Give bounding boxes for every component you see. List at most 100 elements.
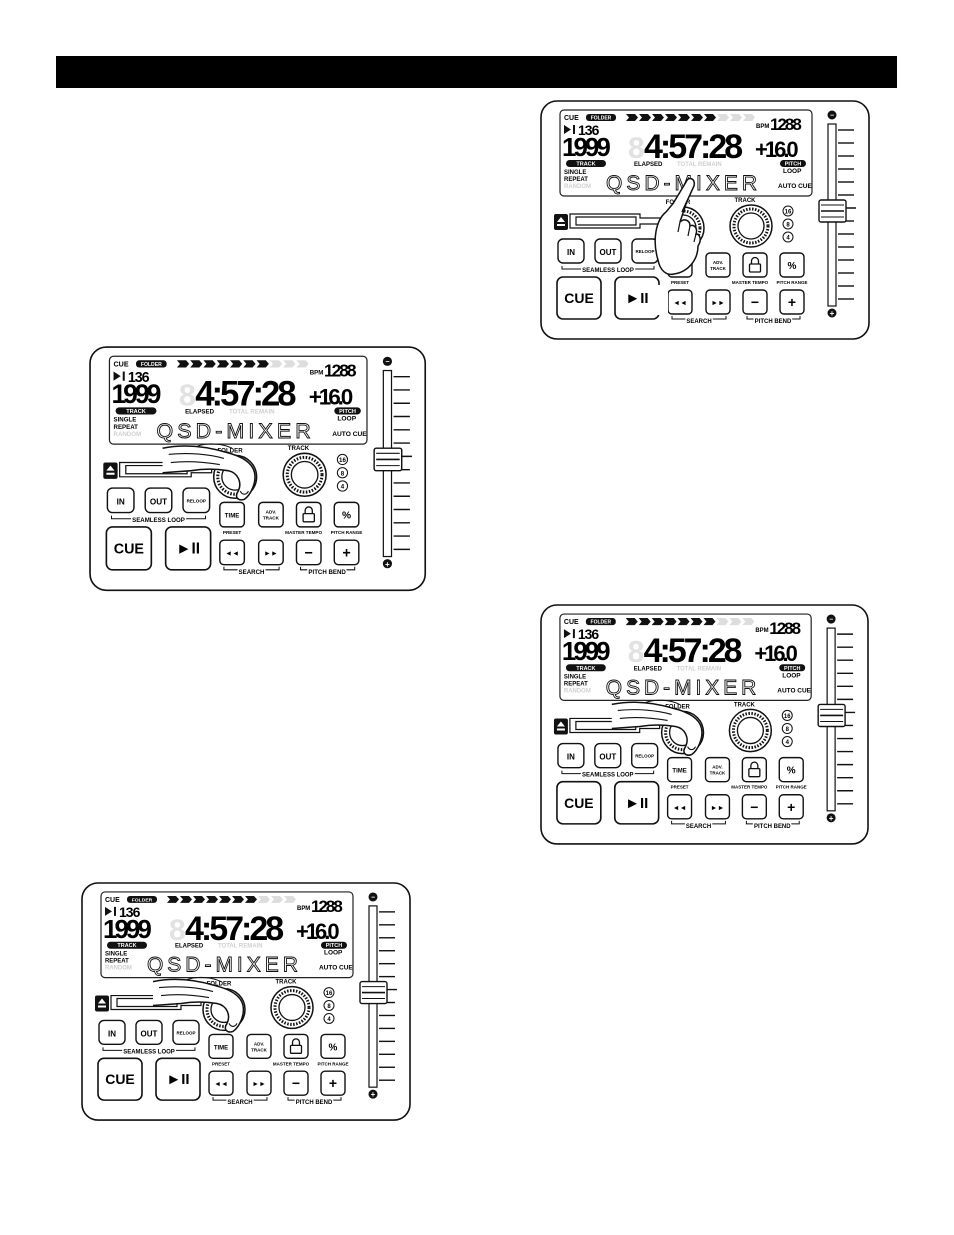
svg-text:8: 8 <box>786 223 790 229</box>
single-label: SINGLE <box>114 417 137 424</box>
pitch-bend-plus-button[interactable]: + <box>778 794 804 820</box>
out-button[interactable]: OUT <box>144 487 173 514</box>
search-back-button[interactable]: ◄◄ <box>219 539 246 566</box>
track-knob[interactable] <box>270 985 314 1030</box>
search-back-button[interactable]: ◄◄ <box>667 289 693 315</box>
auto-cue-label: AUTO CUE <box>332 431 367 438</box>
hand-turning-folder-knob-icon <box>611 699 703 756</box>
svg-text:ADV.: ADV. <box>713 260 723 265</box>
pitch-range-button[interactable]: % <box>779 252 805 278</box>
svg-text:RELOOP: RELOOP <box>187 498 206 503</box>
reloop-button[interactable]: RELOOP <box>172 1019 200 1046</box>
disc-eject-icon[interactable] <box>554 214 568 230</box>
pitch-value: +16.0 <box>754 641 797 666</box>
folder-knob-label: FOLDER <box>665 704 690 710</box>
pitch-range-button[interactable]: % <box>778 756 804 783</box>
pitch-bend-plus-button[interactable]: + <box>779 289 805 315</box>
svg-text:−: − <box>292 1075 300 1091</box>
pitch-bend-minus-button[interactable]: − <box>741 794 768 820</box>
in-button[interactable]: IN <box>98 1019 126 1046</box>
reloop-button[interactable]: RELOOP <box>182 487 211 514</box>
disc-eject-icon[interactable] <box>103 462 118 479</box>
search-forward-button[interactable]: ►► <box>257 539 284 566</box>
play-pause-button[interactable]: ►II <box>164 526 212 571</box>
cue-button[interactable]: CUE <box>556 276 602 320</box>
master-tempo-button[interactable] <box>742 252 768 278</box>
pitch-fader[interactable]: − + <box>818 110 856 319</box>
elapsed-label: ELAPSED <box>185 408 215 415</box>
search-back-button[interactable]: ◄◄ <box>666 794 693 820</box>
adv-track-button[interactable]: ADV. TRACK <box>246 1033 272 1059</box>
adv-track-button[interactable]: ADV. TRACK <box>704 756 731 783</box>
dot-matrix-display: QSD-MIXER <box>147 954 302 977</box>
time-button[interactable]: TIME <box>666 756 693 783</box>
fader-cap[interactable] <box>818 199 847 223</box>
master-tempo-button[interactable] <box>283 1033 309 1059</box>
search-back-button[interactable]: ◄◄ <box>208 1070 234 1096</box>
disc-eject-icon[interactable] <box>553 718 568 735</box>
pitch-bend-plus-button[interactable]: + <box>320 1070 346 1096</box>
pitch-bend-label: PITCH BEND <box>754 824 791 830</box>
fader-cap[interactable] <box>373 447 403 472</box>
in-button[interactable]: IN <box>557 238 585 264</box>
folder-knob-label: FOLDER <box>217 447 243 454</box>
track-knob[interactable] <box>729 204 773 248</box>
pitch-value: +16.0 <box>296 919 339 944</box>
preset-label: PRESET <box>671 785 689 790</box>
pitch-bend-plus-button[interactable]: + <box>333 539 360 566</box>
track-knob[interactable] <box>282 452 327 498</box>
master-tempo-button[interactable] <box>295 501 322 528</box>
pitch-range-button[interactable]: % <box>333 501 360 528</box>
adv-track-button[interactable]: ADV. TRACK <box>705 252 731 278</box>
svg-text:−: − <box>751 294 759 310</box>
disc-eject-icon[interactable] <box>95 995 109 1012</box>
progress-arrow-bar <box>176 360 309 368</box>
pitch-bend-minus-button[interactable]: − <box>295 539 322 566</box>
pitch-fader[interactable]: − + <box>359 892 397 1099</box>
out-button[interactable]: OUT <box>594 238 622 264</box>
cue-button[interactable]: CUE <box>97 1057 143 1101</box>
pitch-bend-minus-button[interactable]: − <box>742 289 768 315</box>
fader-plus-label: + <box>830 309 835 318</box>
play-pause-button[interactable]: ►II <box>613 780 660 825</box>
time-button[interactable]: TIME <box>219 501 246 528</box>
reloop-button[interactable]: RELOOP <box>631 742 659 769</box>
play-indicator-icon <box>113 371 121 381</box>
svg-text:OUT: OUT <box>600 248 617 257</box>
pitch-fader[interactable]: − + <box>817 614 856 823</box>
fader-minus-label: − <box>371 894 375 901</box>
cue-button[interactable]: CUE <box>105 526 153 571</box>
svg-text:RELOOP: RELOOP <box>177 1030 196 1035</box>
loop-length-indicators: 16 8 4 <box>336 453 349 492</box>
svg-text:4: 4 <box>786 740 790 746</box>
time-button[interactable]: TIME <box>208 1033 234 1059</box>
play-indicator-icon <box>564 125 571 134</box>
master-tempo-button[interactable] <box>741 756 768 783</box>
pitch-range-button[interactable]: % <box>320 1033 346 1059</box>
out-button[interactable]: OUT <box>594 742 622 769</box>
pitch-fader[interactable]: − + <box>373 356 412 569</box>
svg-text:CUE: CUE <box>105 1071 135 1087</box>
fader-cap[interactable] <box>817 703 846 728</box>
folder-badge: FOLDER <box>132 897 153 903</box>
track-knob-label: TRACK <box>288 445 310 452</box>
in-button[interactable]: IN <box>106 487 135 514</box>
search-forward-button[interactable]: ►► <box>704 794 731 820</box>
search-forward-button[interactable]: ►► <box>705 289 731 315</box>
cue-button[interactable]: CUE <box>556 780 602 825</box>
play-pause-button[interactable]: ►II <box>155 1057 201 1101</box>
svg-text:%: % <box>329 1042 338 1053</box>
search-forward-button[interactable]: ►► <box>246 1070 272 1096</box>
track-knob[interactable] <box>728 708 773 753</box>
svg-text:−: − <box>750 799 758 815</box>
track-number: 136 <box>578 122 600 138</box>
svg-text:16: 16 <box>785 210 792 216</box>
svg-text:RELOOP: RELOOP <box>635 249 654 254</box>
adv-track-button[interactable]: ADV. TRACK <box>257 501 284 528</box>
in-button[interactable]: IN <box>557 742 585 769</box>
out-button[interactable]: OUT <box>135 1019 163 1046</box>
pitch-bend-minus-button[interactable]: − <box>283 1070 309 1096</box>
reloop-button[interactable]: RELOOP <box>631 238 659 264</box>
fader-cap[interactable] <box>359 980 388 1005</box>
pitch-range-label: PITCH RANGE <box>776 785 807 790</box>
